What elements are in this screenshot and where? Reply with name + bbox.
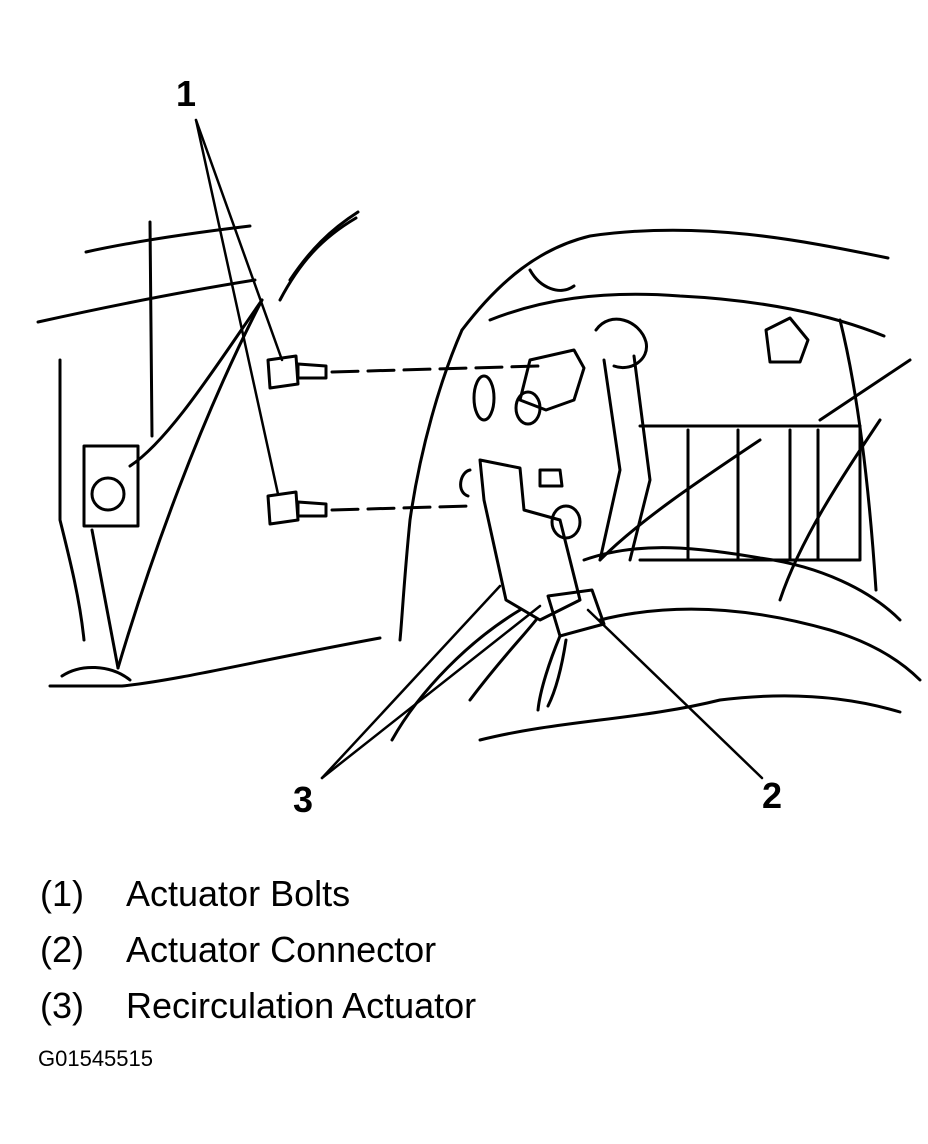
- legend-label: Recirculation Actuator: [126, 985, 477, 1026]
- legend-item: (1) Actuator Bolts: [40, 866, 476, 922]
- dash-panel-left: [38, 212, 380, 686]
- leader-lines: [196, 120, 762, 778]
- bolt-icon: [268, 492, 326, 524]
- bolt-alignment-line: [332, 506, 470, 510]
- callout-2: 2: [762, 775, 783, 816]
- figure-id: G01545515: [38, 1046, 153, 1071]
- legend-number: (1): [40, 873, 84, 914]
- legend: (1) Actuator Bolts (2) Actuator Connecto…: [40, 866, 476, 1034]
- connector-harness: [392, 360, 920, 740]
- legend-number: (2): [40, 929, 84, 970]
- actuator-body: [461, 350, 584, 620]
- bolt-alignment-line: [332, 366, 540, 372]
- heater-case: [400, 230, 888, 640]
- legend-label: Actuator Bolts: [126, 873, 351, 914]
- actuator-diagram: [0, 0, 928, 840]
- legend-item: (2) Actuator Connector: [40, 922, 476, 978]
- bolt-icon: [268, 356, 326, 388]
- legend-label: Actuator Connector: [126, 929, 437, 970]
- legend-item: (3) Recirculation Actuator: [40, 978, 476, 1034]
- callout-1: 1: [176, 73, 197, 114]
- legend-number: (3): [40, 985, 84, 1026]
- callout-3: 3: [293, 779, 314, 820]
